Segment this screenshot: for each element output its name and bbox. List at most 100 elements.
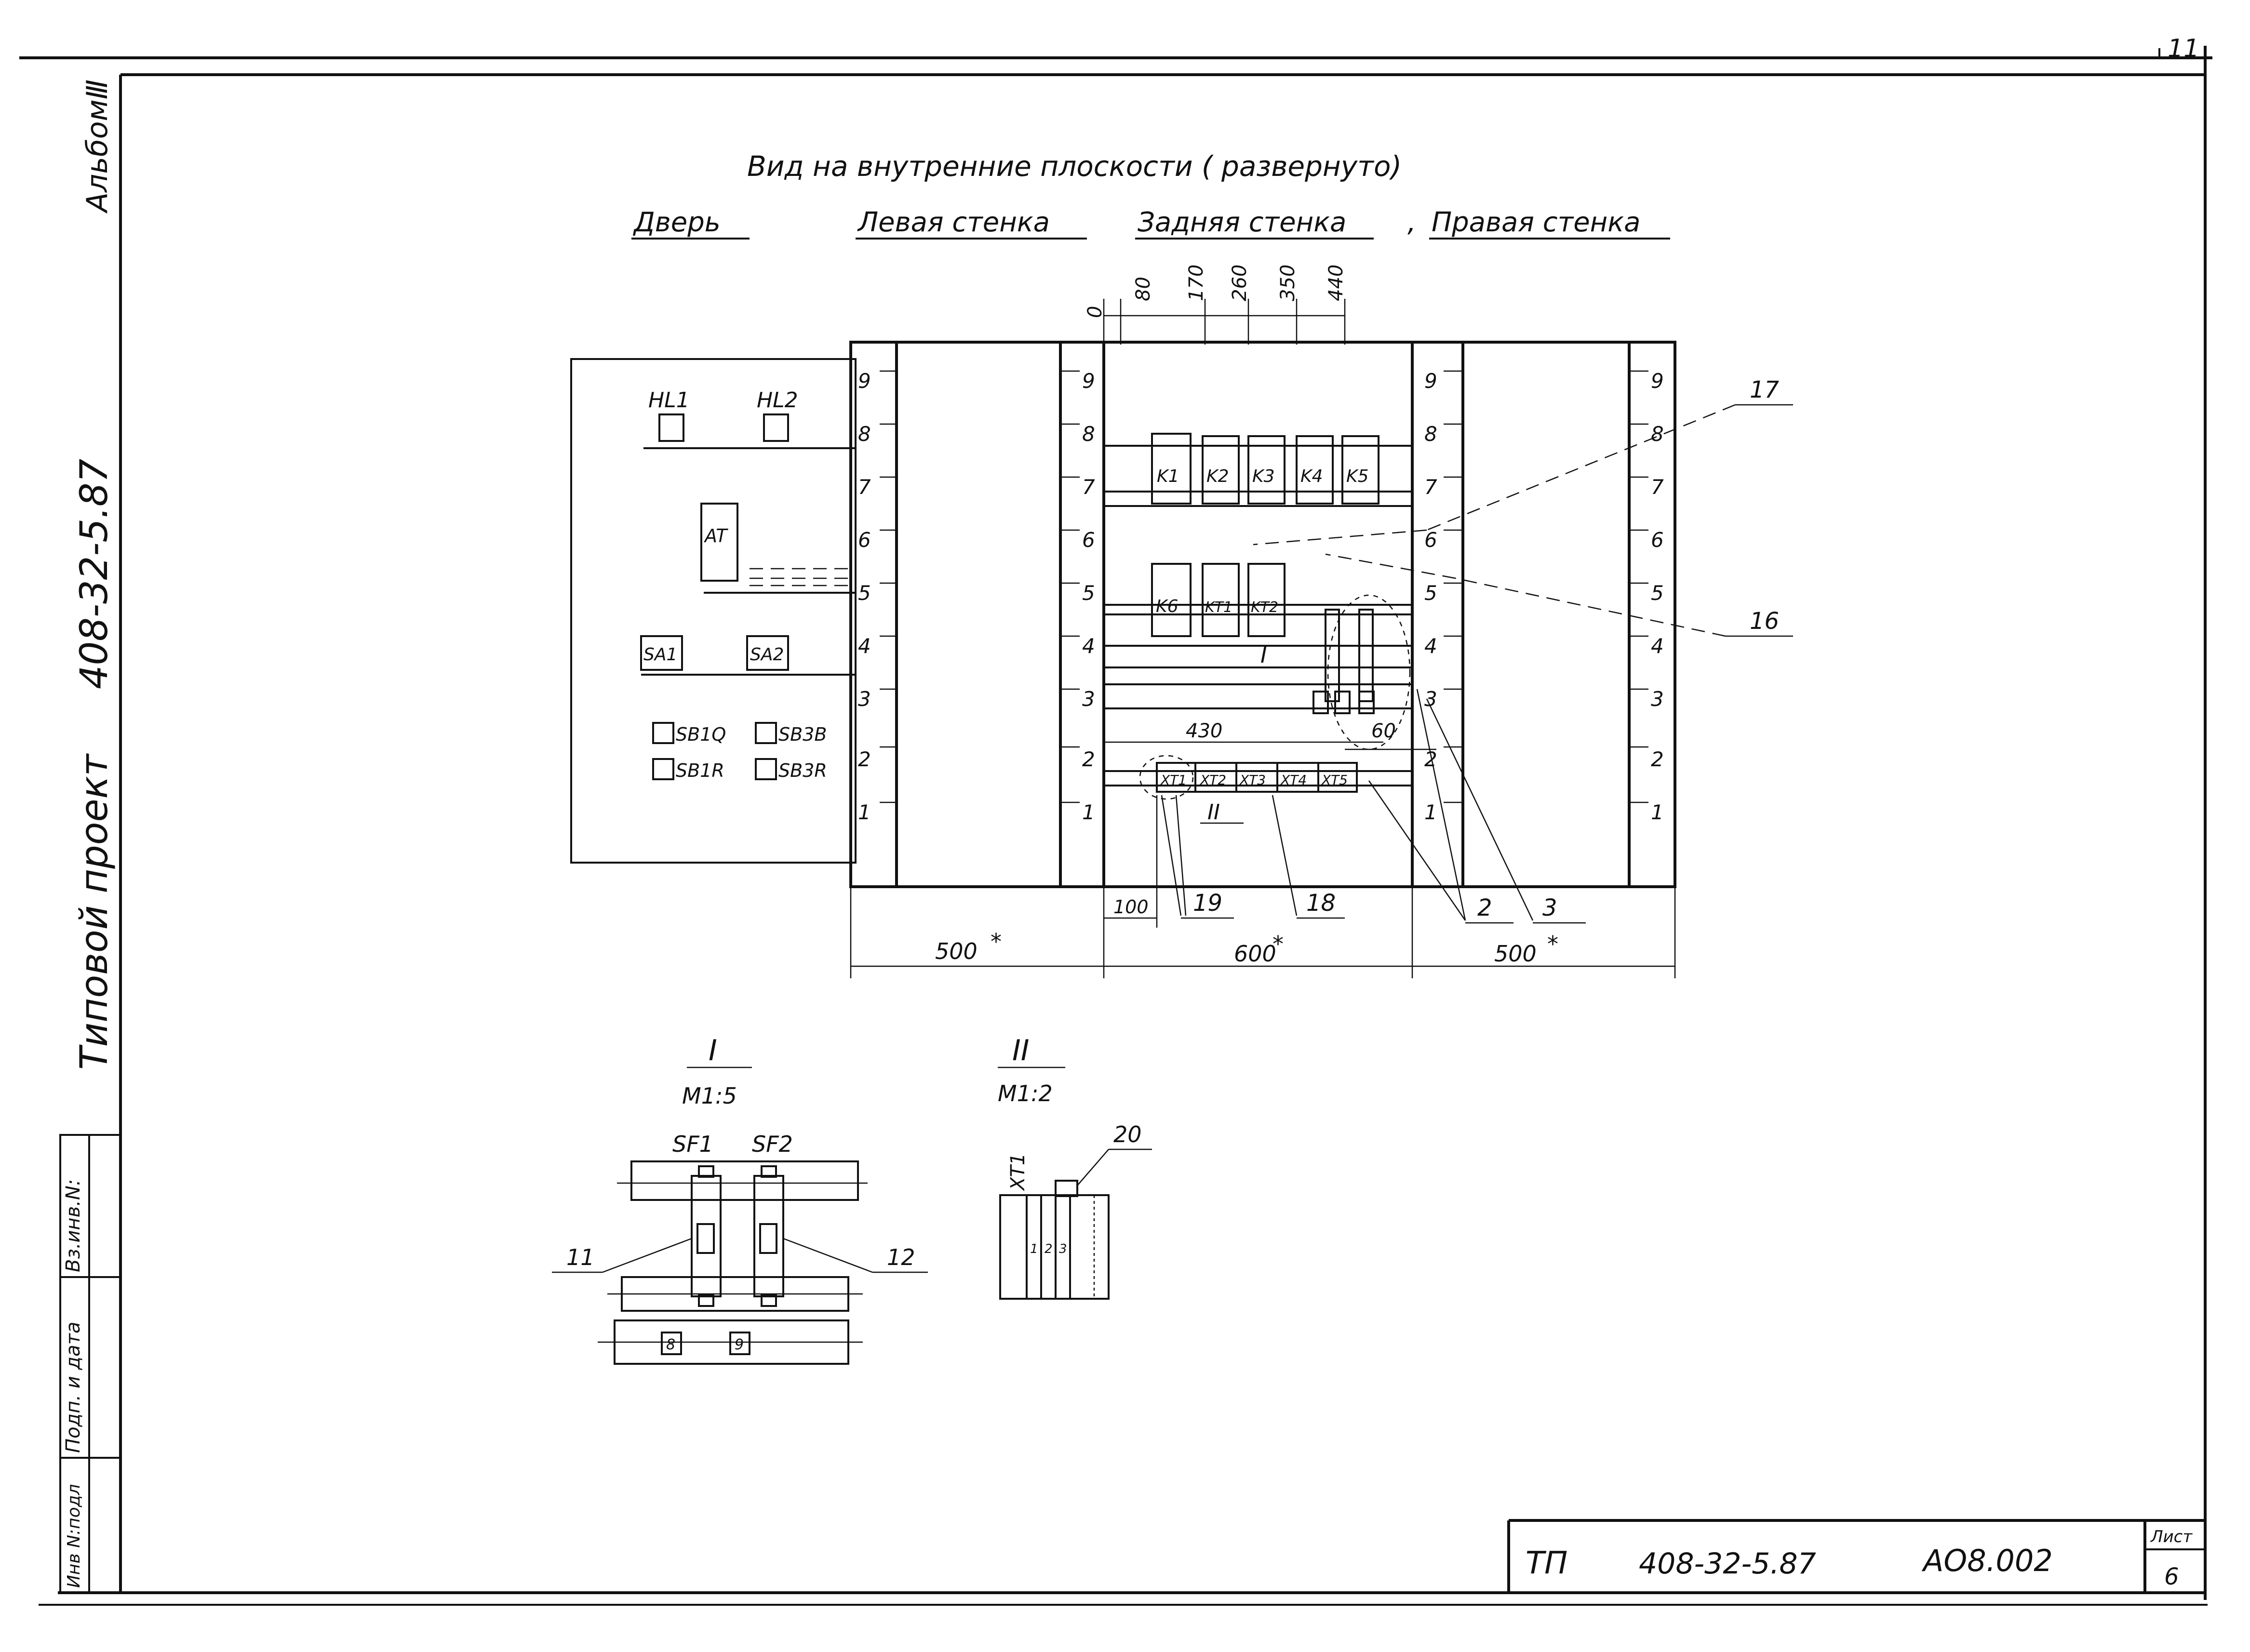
dim-500-left-star: * (991, 929, 1002, 955)
rail-num: 3 (1082, 687, 1095, 711)
dim-600-star: * (1272, 931, 1284, 957)
strip-left-b: 9 8 7 6 5 4 3 2 1 (1082, 369, 1095, 824)
top-dimensions: 0 80 170 260 350 440 (1084, 265, 1347, 345)
label-door: Дверь (632, 207, 721, 238)
sheet-corner-number: 11 (2168, 34, 2199, 63)
rail-num: 1 (1424, 800, 1437, 824)
rail-num: 2 (858, 747, 871, 771)
view-ii-mark: II (1207, 800, 1220, 825)
rail-num: 8 (858, 422, 871, 446)
top-dim-80: 80 (1132, 277, 1154, 301)
bottom-dimensions: 500 * 600 * 500 * (850, 887, 1676, 978)
detail-i: I M1:5 SF1 SF2 11 12 8 9 (552, 1034, 928, 1365)
top-dim-440: 440 (1325, 265, 1347, 301)
rail-num: 9 (1082, 369, 1095, 393)
rail-num: 8 (1651, 422, 1664, 446)
device-kt2: KT2 (1251, 599, 1278, 616)
detail-ii-callout-20: 20 (1113, 1121, 1142, 1147)
device-k3: K3 (1252, 466, 1275, 486)
hl2-lamp (763, 413, 789, 442)
sb1r-box (652, 758, 674, 780)
rail-num: 9 (1651, 369, 1664, 393)
detail-ii-cell-3: 3 (1059, 1242, 1067, 1256)
terminal-row: XT1 XT2 XT3 XT4 XT5 (1139, 755, 1358, 800)
rail-num: 5 (1651, 581, 1664, 605)
sb3b-label: SB3B (778, 724, 827, 745)
terminal-xt1: XT1 (1160, 772, 1187, 788)
hl1-lamp (658, 413, 684, 442)
devices-row-2: K6 KT1 KT2 (1151, 563, 1286, 637)
dim-430: 430 (1186, 720, 1222, 742)
terminal-xt4: XT4 (1280, 772, 1307, 788)
rail-num: 6 (1651, 528, 1664, 552)
rail-num: 4 (1424, 634, 1437, 658)
side-stamp: АльбомⅢ 408-32-5.87 Типовой проект Инв N… (59, 80, 121, 1594)
rail-num: 7 (1082, 475, 1095, 499)
rail-num: 6 (1082, 528, 1095, 552)
device-k4: K4 (1300, 466, 1323, 486)
rail-num: 7 (1424, 475, 1437, 499)
detail-ii-xt1: XT1 (1007, 1153, 1029, 1191)
callout-16: 16 (1750, 608, 1779, 635)
sb3r-label: SB3R (778, 760, 827, 781)
callouts: 17 16 19 18 2 3 (1161, 376, 1793, 924)
sb1r-label: SB1R (676, 760, 724, 781)
detail-i-callout-12: 12 (887, 1244, 915, 1270)
detail-i-terminal-9: 9 (735, 1336, 744, 1353)
terminal-xt3: XT3 (1239, 772, 1266, 788)
strip-right-b: 9 8 7 6 5 4 3 2 1 (1651, 369, 1664, 824)
sa1-label: SA1 (643, 645, 677, 665)
strip-right-a: 9 8 7 6 5 4 3 2 1 (1424, 369, 1437, 824)
sa1-box (640, 635, 683, 671)
top-dim-170: 170 (1185, 265, 1207, 301)
terminal-xt5: XT5 (1321, 772, 1348, 788)
at-label: AT (703, 525, 728, 546)
label-comma: , (1407, 207, 1416, 238)
device-k6: K6 (1156, 597, 1179, 616)
title-block-tp: ТП (1526, 1545, 1567, 1581)
rail-num: 2 (1651, 747, 1664, 771)
label-back-wall: Задняя стенка (1138, 207, 1346, 238)
rail-num: 7 (1651, 475, 1664, 499)
rail-num: 3 (858, 687, 871, 711)
sb3r-box (755, 758, 777, 780)
hl1-label: HL1 (648, 388, 690, 413)
field-vz-inv: Вз.инв.N: (62, 1179, 84, 1272)
rail-num: 5 (858, 581, 871, 605)
rail-num: 1 (1651, 800, 1664, 824)
devices-row-1: K1 K2 K3 K4 K5 (1151, 433, 1379, 505)
rail-num: 6 (1424, 528, 1437, 552)
strip-left-a: 9 8 7 6 5 4 3 2 1 (858, 369, 871, 824)
title-block-sheet-number: 6 (2164, 1563, 2179, 1590)
rail-num: 2 (1424, 747, 1437, 771)
rail-num: 4 (858, 634, 871, 658)
rail-num: 3 (1651, 687, 1664, 711)
detail-ii-cell-2: 2 (1045, 1242, 1053, 1256)
panel-labels: Дверь Левая стенка Задняя стенка , Права… (631, 207, 1670, 240)
detail-ii-cell-1: 1 (1030, 1242, 1038, 1256)
top-dim-0: 0 (1084, 306, 1106, 318)
callout-3: 3 (1542, 894, 1557, 921)
title-block-sheet-code: АО8.002 (1921, 1543, 2053, 1578)
hl2-label: HL2 (757, 388, 798, 413)
top-dim-350: 350 (1277, 265, 1299, 301)
top-dim-260: 260 (1229, 265, 1251, 301)
detail-ii: II M1:2 1 2 3 XT1 20 (998, 1034, 1152, 1300)
rail-num: 1 (1082, 800, 1095, 824)
dim-100-group: 100 (1104, 795, 1158, 928)
rail-num: 9 (858, 369, 871, 393)
device-k5: K5 (1346, 466, 1369, 486)
sb1q-box (652, 722, 674, 744)
view-title: Вид на внутренние плоскости ( развернуто… (747, 150, 1402, 183)
title-block-sheet-label: Лист (2150, 1527, 2193, 1546)
dim-500-right: 500 (1494, 941, 1537, 967)
field-sign-date: Подп. и дата (62, 1322, 84, 1453)
sb1q-label: SB1Q (676, 724, 726, 745)
rail-num: 8 (1424, 422, 1437, 446)
detail-i-callout-11: 11 (566, 1244, 595, 1270)
sa2-box (746, 635, 789, 671)
dim-500-right-star: * (1547, 931, 1558, 957)
side-project-code: 408-32-5.87 (73, 459, 116, 689)
rail-num: 4 (1082, 634, 1095, 658)
callout-17: 17 (1750, 376, 1780, 403)
